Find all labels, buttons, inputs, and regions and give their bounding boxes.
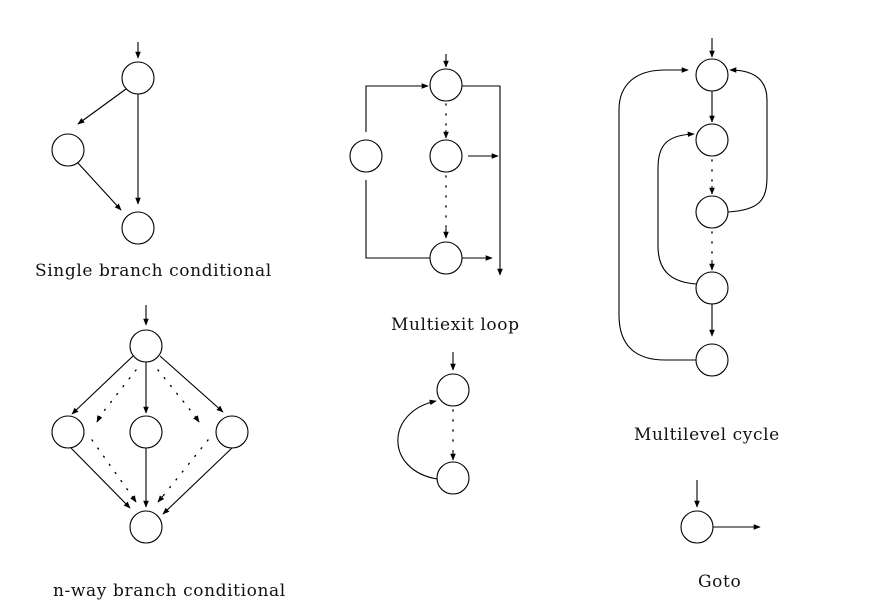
edge-left-bottom	[77, 162, 122, 211]
dotted-edge-top-leftmid	[99, 369, 137, 417]
dotted-edge-arrowhead	[193, 415, 200, 423]
node-bottom	[436, 461, 470, 495]
edge-loop-back	[397, 399, 438, 480]
node-left	[51, 133, 85, 167]
node-middle	[129, 415, 163, 449]
dotted-edge-arrowhead	[157, 495, 165, 503]
node-bottom	[129, 510, 163, 544]
node-bottom	[429, 241, 463, 275]
node-top	[429, 68, 463, 102]
multiexit-loop-diagram: Multiexit loop	[349, 54, 520, 335]
dotted-edge-leftmid-bottom	[91, 439, 133, 497]
exit-edge-top	[462, 85, 503, 276]
node-5	[695, 343, 729, 377]
caption-multilevel-cycle: Multilevel cycle	[634, 425, 780, 445]
node-left	[349, 139, 383, 173]
dotted-edge-top-rightmid	[157, 369, 196, 417]
single-branch-diagram: Single branch conditional	[35, 42, 272, 281]
edge-right-bottom	[162, 447, 233, 515]
dotted-edge-arrowhead	[130, 495, 137, 503]
dotted-edge-rightmid-bottom	[162, 439, 209, 497]
edge-top-left	[77, 88, 127, 125]
edge-bottom-to-left	[365, 180, 430, 259]
goto-diagram: Goto	[680, 480, 761, 592]
node-1	[695, 58, 729, 92]
caption-single-branch: Single branch conditional	[35, 261, 272, 281]
caption-goto: Goto	[698, 572, 741, 592]
edge-top-right	[159, 355, 224, 413]
node-right	[215, 415, 249, 449]
edge-top-left	[71, 355, 134, 415]
node-top	[121, 61, 155, 95]
node-left	[51, 415, 85, 449]
node-bottom	[121, 211, 155, 245]
node-goto	[680, 510, 714, 544]
node-3	[695, 195, 729, 229]
node-4	[695, 271, 729, 305]
caption-multiexit-loop: Multiexit loop	[391, 315, 520, 335]
back-edge-5-to-1	[618, 67, 696, 361]
dotted-edge-arrowhead	[96, 415, 103, 423]
n-way-branch-diagram: n-way branch conditional	[51, 305, 286, 601]
node-top	[436, 373, 470, 407]
caption-n-way-branch: n-way branch conditional	[53, 581, 286, 601]
back-edge-3-to-1	[727, 67, 768, 213]
back-edge-4-to-2	[657, 131, 697, 285]
node-middle	[429, 139, 463, 173]
edge-loop-back	[365, 83, 429, 132]
node-2	[695, 123, 729, 157]
simple-loop-diagram	[397, 352, 470, 495]
node-top	[129, 329, 163, 363]
edge-left-bottom	[70, 447, 131, 509]
multilevel-cycle-diagram: Multilevel cycle	[618, 38, 780, 445]
